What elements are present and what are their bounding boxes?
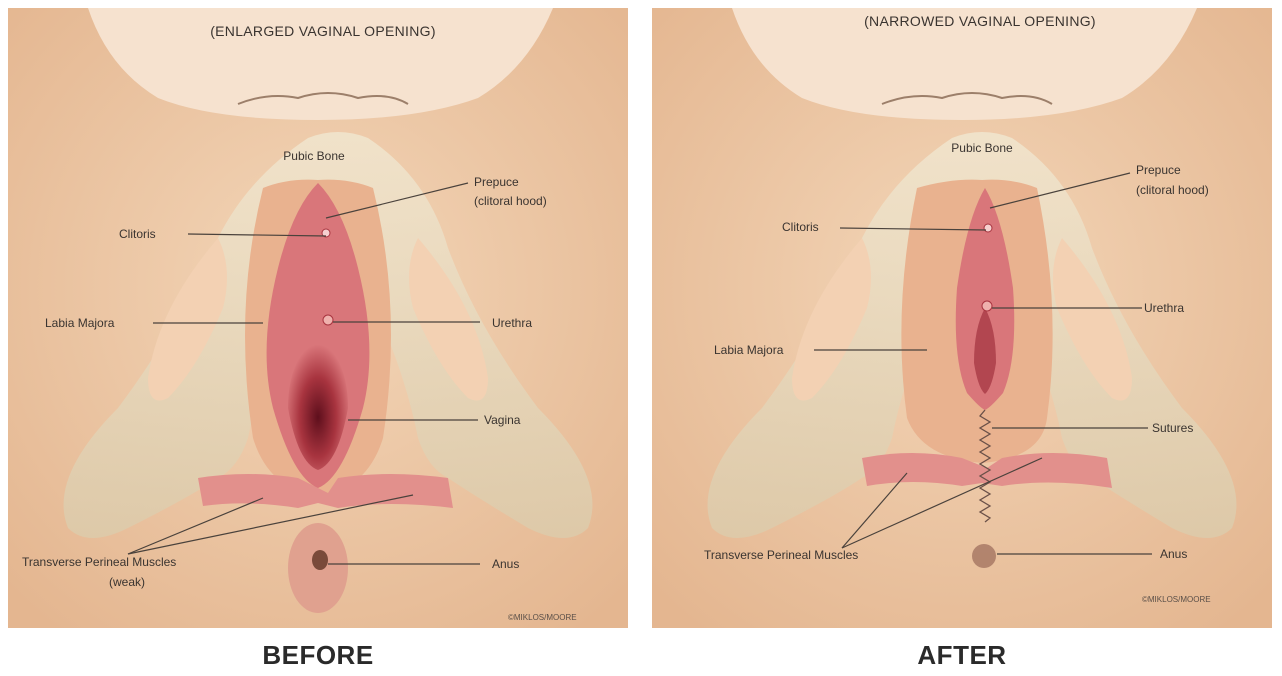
- after-heading: (NARROWED VAGINAL OPENING): [864, 13, 1096, 29]
- label-labia-majora: Labia Majora: [714, 343, 784, 357]
- label-prepuce-sub: (clitoral hood): [474, 194, 547, 208]
- after-caption: AFTER: [652, 640, 1272, 671]
- label-urethra: Urethra: [1144, 301, 1184, 315]
- label-transverse: Transverse Perineal Muscles: [704, 548, 858, 562]
- label-prepuce: Prepuce: [474, 175, 519, 189]
- label-anus: Anus: [1160, 547, 1187, 561]
- label-prepuce: Prepuce: [1136, 163, 1181, 177]
- after-illustration: (NARROWED VAGINAL OPENING) Pubic Bone Pr…: [652, 8, 1272, 628]
- label-pubic-bone: Pubic Bone: [951, 141, 1013, 155]
- before-anatomy-svg: (ENLARGED VAGINAL OPENING) Pubic Bone Pr…: [8, 8, 628, 628]
- urethra-shape: [982, 301, 992, 311]
- label-anus: Anus: [492, 557, 519, 571]
- label-urethra: Urethra: [492, 316, 532, 330]
- label-prepuce-sub: (clitoral hood): [1136, 183, 1209, 197]
- label-transverse: Transverse Perineal Muscles: [22, 555, 176, 569]
- before-illustration: (ENLARGED VAGINAL OPENING) Pubic Bone Pr…: [8, 8, 628, 628]
- label-sutures: Sutures: [1152, 421, 1193, 435]
- label-transverse-sub: (weak): [109, 575, 145, 589]
- copyright-before: ©MIKLOS/MOORE: [508, 613, 577, 622]
- label-pubic-bone: Pubic Bone: [283, 149, 345, 163]
- clitoris-shape: [984, 224, 992, 232]
- label-labia-majora: Labia Majora: [45, 316, 115, 330]
- copyright-after: ©MIKLOS/MOORE: [1142, 595, 1211, 604]
- label-clitoris: Clitoris: [119, 227, 156, 241]
- urethra-shape: [323, 315, 333, 325]
- after-anatomy-svg: (NARROWED VAGINAL OPENING) Pubic Bone Pr…: [652, 8, 1272, 628]
- before-heading: (ENLARGED VAGINAL OPENING): [210, 23, 436, 39]
- before-caption: BEFORE: [8, 640, 628, 671]
- label-vagina: Vagina: [484, 413, 521, 427]
- anus-shape: [312, 550, 328, 570]
- anus-shape: [972, 544, 996, 568]
- label-clitoris: Clitoris: [782, 220, 819, 234]
